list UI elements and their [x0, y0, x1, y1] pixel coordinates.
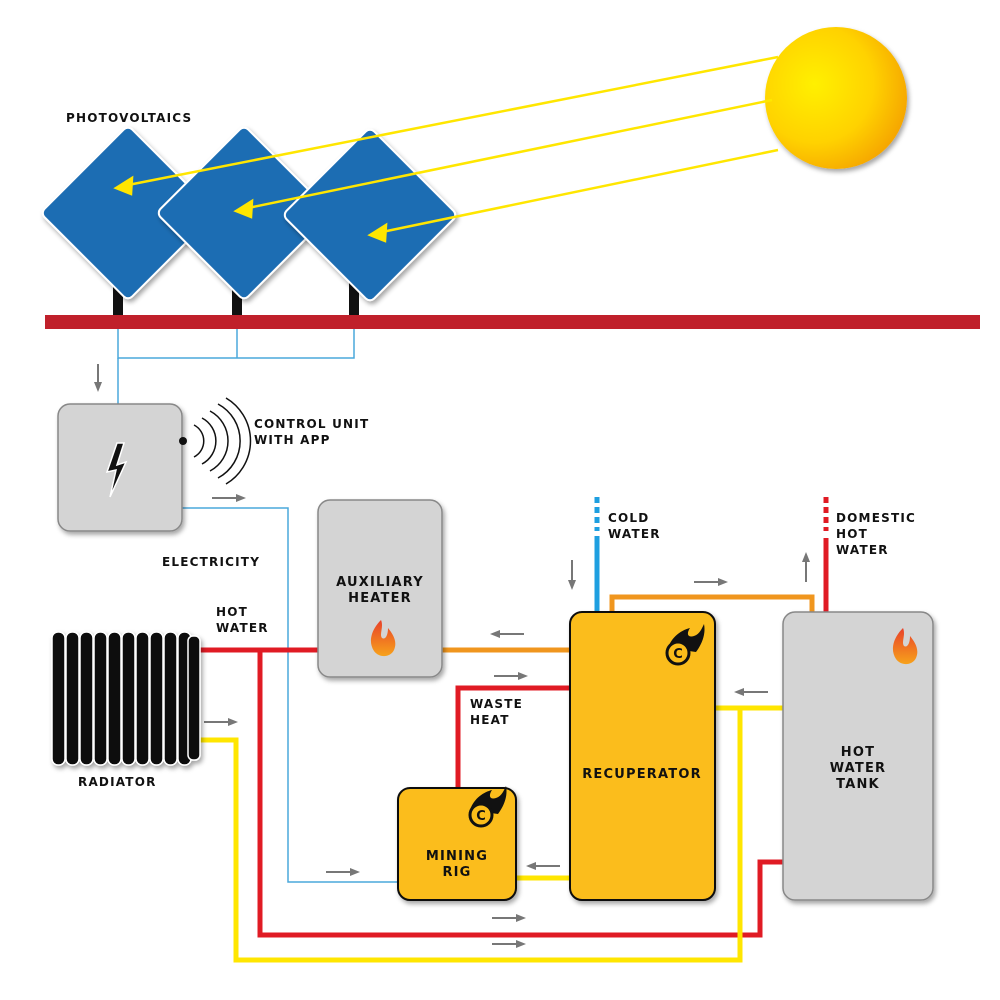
arrow-down-cold: [568, 560, 576, 590]
labels: PHOTOVOLTAICS CONTROL UNIT WITH APP ELEC…: [66, 111, 916, 880]
hot-water-tank-label-line2: WATER: [830, 761, 887, 776]
arrow-right-bottom-1: [492, 914, 526, 922]
hot-water-tank-label-line1: HOT: [841, 745, 875, 760]
cold-water-label-line1: COLD: [608, 511, 649, 525]
hot-water-tank: [782, 611, 934, 901]
control-unit-label-line1: CONTROL UNIT: [254, 417, 369, 431]
warm-pipe-recuperator-tank: [609, 594, 815, 614]
svg-text:C: C: [673, 647, 683, 662]
lightning-bolt-icon: [105, 442, 128, 498]
flame-icon: [370, 620, 396, 657]
hot-water-label-line2: WATER: [216, 621, 269, 635]
recuperator-label: RECUPERATOR: [582, 767, 702, 782]
mining-rig: C: [397, 786, 517, 901]
arrow-right-radiator: [204, 718, 238, 726]
arrow-left-tank: [734, 688, 768, 696]
recuperator: C: [569, 611, 716, 901]
arrow-left-heater: [490, 630, 524, 638]
svg-text:C: C: [476, 809, 486, 824]
arrow-right-waste: [494, 672, 528, 680]
radiator-label: RADIATOR: [78, 775, 157, 789]
panel-posts: [113, 275, 359, 317]
solar-panel-3: [283, 128, 457, 302]
electricity-label: ELECTRICITY: [162, 555, 260, 569]
crypto-coin-flame-icon: C: [468, 786, 507, 828]
mining-rig-label-line2: RIG: [442, 865, 471, 880]
mining-rig-label-line1: MINING: [426, 849, 488, 864]
photovoltaics-label: PHOTOVOLTAICS: [66, 111, 192, 125]
flow-arrows: [94, 364, 810, 948]
arrow-right-bottom-2: [492, 940, 526, 948]
pv-wires: [117, 329, 398, 883]
crypto-coin-flame-icon: C: [665, 624, 705, 666]
arrow-up-domestic: [802, 552, 810, 582]
ground-bar: [45, 315, 980, 329]
pipes: [198, 497, 829, 963]
auxiliary-heater-label-line2: HEATER: [348, 591, 412, 606]
domestic-hot-water-label-line3: WATER: [836, 543, 889, 557]
flame-icon: [892, 628, 918, 665]
control-unit-label-line2: WITH APP: [254, 433, 331, 447]
domestic-hot-water-label-line2: HOT: [836, 527, 868, 541]
waste-heat-label-line2: HEAT: [470, 713, 510, 727]
cool-pipe-radiator-return: [198, 705, 785, 963]
auxiliary-heater-label-line1: AUXILIARY: [336, 575, 424, 590]
arrow-left-rig: [526, 862, 560, 870]
arrow-right-electricity: [212, 494, 246, 502]
hot-return-loop: [257, 650, 785, 938]
wireless-signal-icon: [193, 397, 252, 485]
cold-water-label-line2: WATER: [608, 527, 661, 541]
auxiliary-heater: [317, 499, 443, 678]
solar-panel-1: [41, 126, 215, 300]
sun-rays: [113, 55, 779, 243]
radiator: [51, 631, 201, 766]
arrow-right-rig-wire: [326, 868, 360, 876]
control-unit: [57, 397, 252, 532]
hot-water-tank-label-line3: TANK: [836, 777, 880, 792]
indicator-dot: [179, 437, 187, 445]
domestic-hot-water-label-line1: DOMESTIC: [836, 511, 916, 525]
waste-heat-label-line1: WASTE: [470, 697, 523, 711]
arrow-right-recuperator-tank: [694, 578, 728, 586]
arrow-down-pv: [94, 364, 102, 392]
sun: [765, 27, 907, 169]
waste-heat-pipe: [455, 685, 572, 792]
hot-water-label-line1: HOT: [216, 605, 248, 619]
